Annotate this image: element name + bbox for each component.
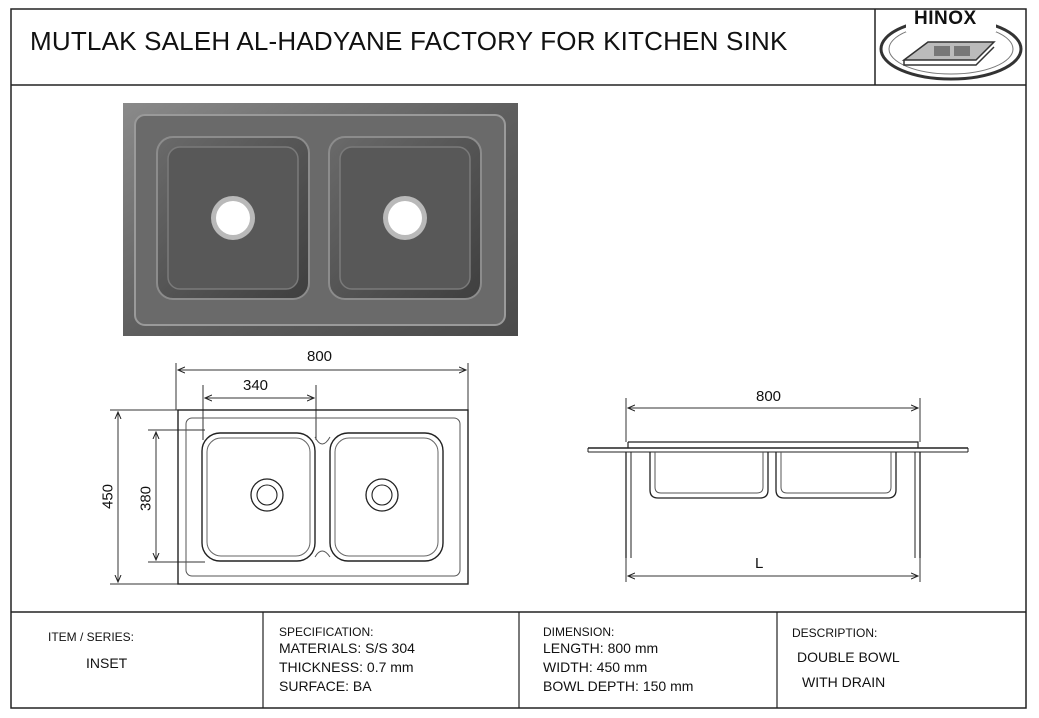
dim-overall-width: 450: [99, 483, 117, 510]
dim-bowl-length: 380: [137, 485, 155, 512]
description-line1: DOUBLE BOWL: [797, 649, 900, 665]
side-view-drawing: [587, 398, 969, 582]
dimension-header: DIMENSION:: [543, 625, 615, 639]
specification-cell: SPECIFICATION: MATERIALS: S/S 304 THICKN…: [279, 625, 415, 696]
dim-overall-length: 800: [307, 348, 333, 365]
logo-text: HINOX: [914, 8, 977, 29]
dim-bowl-width: 340: [243, 377, 269, 394]
dim-length: LENGTH: 800 mm: [543, 640, 659, 656]
dim-depth: BOWL DEPTH: 150 mm: [543, 678, 694, 694]
side-dim-l: L: [755, 555, 764, 572]
spec-surface: SURFACE: BA: [279, 678, 372, 694]
description-line1-cell: DOUBLE BOWL: [797, 648, 900, 667]
description-header: DESCRIPTION:: [792, 626, 878, 640]
sink-render-image: [123, 103, 518, 336]
item-series-value-cell: INSET: [86, 654, 127, 673]
description-cell: DESCRIPTION:: [792, 626, 877, 640]
item-series-cell: ITEM / SERIES:: [48, 630, 134, 644]
dim-width: WIDTH: 450 mm: [543, 659, 648, 675]
description-line2-cell: WITH DRAIN: [802, 673, 885, 692]
hinox-logo: [879, 12, 1023, 81]
description-line2: WITH DRAIN: [802, 674, 886, 690]
item-series-header: ITEM / SERIES:: [48, 630, 135, 644]
side-dim-overall-length: 800: [756, 388, 782, 405]
dimension-cell: DIMENSION: LENGTH: 800 mm WIDTH: 450 mm …: [543, 625, 693, 696]
spec-materials: MATERIALS: S/S 304: [279, 640, 415, 656]
specification-header: SPECIFICATION:: [279, 625, 374, 639]
item-series-value: INSET: [86, 655, 128, 671]
page-title: MUTLAK SALEH AL-HADYANE FACTORY FOR KITC…: [30, 26, 788, 56]
top-view-drawing: [110, 363, 469, 585]
spec-thickness: THICKNESS: 0.7 mm: [279, 659, 414, 675]
